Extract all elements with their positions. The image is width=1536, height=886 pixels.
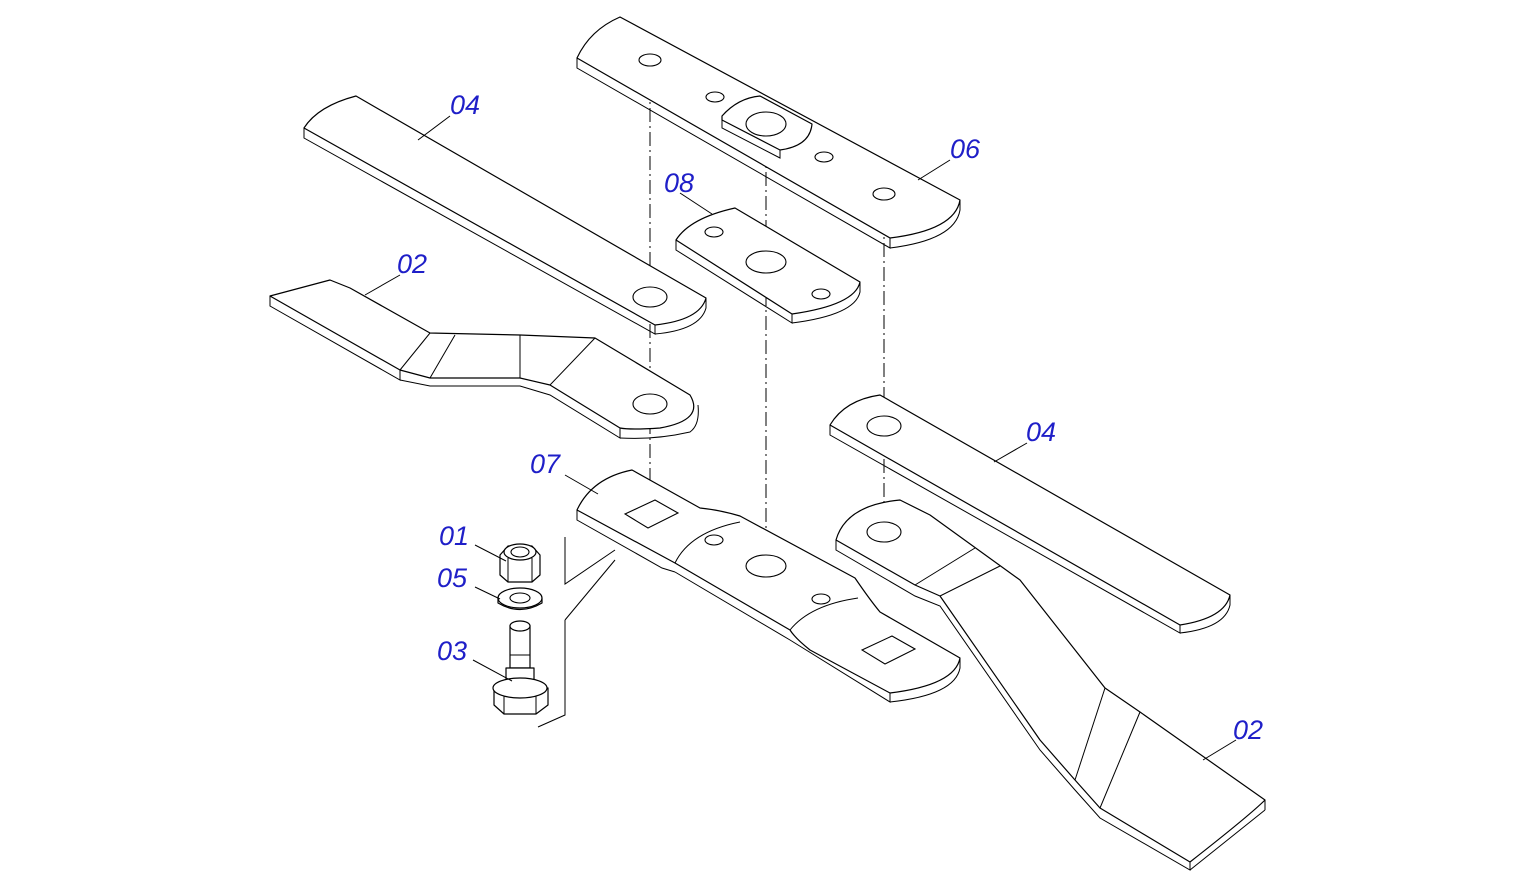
hole: [745, 250, 787, 274]
hole: [704, 226, 724, 238]
hole: [632, 286, 668, 308]
part-06-top-plate: [576, 16, 961, 249]
part-04-right-bar: [829, 394, 1231, 634]
hole: [705, 91, 725, 103]
part-07-carrier: [576, 469, 961, 703]
callout-08: 08: [664, 168, 694, 198]
callout-labels: 04 06 08 02 07 04 01 05 03 02: [397, 90, 1263, 745]
hole: [745, 554, 787, 578]
hole: [638, 53, 662, 67]
callout-03: 03: [437, 636, 467, 666]
part-01-nut: [499, 543, 541, 583]
square-hole: [860, 635, 917, 665]
part-02-right-blade: [835, 499, 1266, 871]
part-05-washer: [497, 587, 543, 611]
callout-02-left: 02: [397, 249, 427, 279]
callout-06: 06: [950, 134, 981, 164]
hole: [632, 393, 668, 415]
hole: [704, 534, 724, 546]
hole: [872, 187, 896, 201]
hole: [811, 288, 831, 300]
part-02-left-blade: [269, 279, 699, 439]
section-bracket: [537, 537, 616, 728]
callout-04-right: 04: [1026, 417, 1056, 447]
hole: [745, 111, 787, 137]
callout-04-upper: 04: [450, 90, 480, 120]
part-08-small-plate: [675, 207, 861, 324]
hole: [811, 593, 831, 605]
hole: [866, 521, 902, 543]
callout-05: 05: [437, 563, 468, 593]
callout-02-right: 02: [1233, 715, 1263, 745]
callout-01: 01: [439, 521, 469, 551]
part-04-upper-bar: [303, 95, 707, 335]
callout-07: 07: [530, 449, 561, 479]
hole: [814, 151, 834, 163]
hole: [866, 415, 902, 437]
square-hole: [623, 499, 680, 529]
leader-lines: [364, 115, 1237, 761]
part-03-bolt: [492, 620, 549, 715]
